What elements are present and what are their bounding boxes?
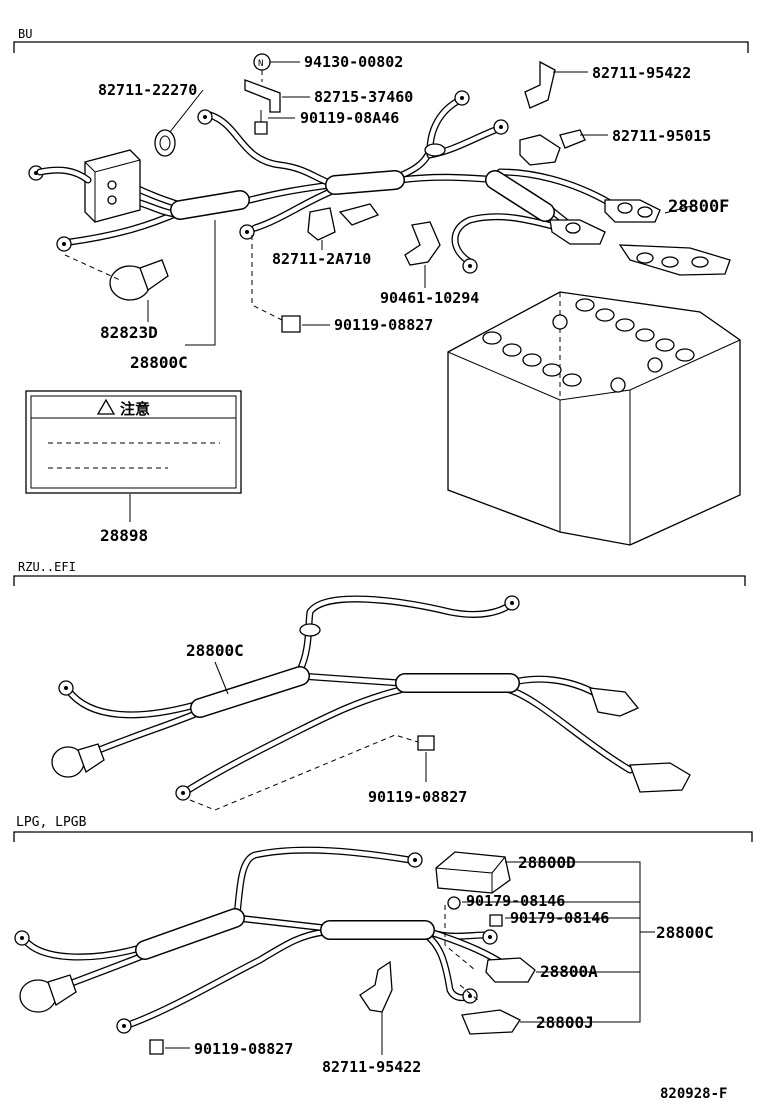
figure-id: 820928-F (660, 1086, 727, 1102)
part-label-90119-08827-bot: 90119-08827 (194, 1040, 293, 1058)
nut-n-mark: N (258, 59, 263, 69)
clamp-90461-10294 (404, 221, 441, 266)
part-label-90179-08146-b: 90179-08146 (510, 909, 609, 927)
part-label-90119-08827-mid: 90119-08827 (368, 788, 467, 806)
section-bracket-bu: BU (13, 27, 749, 53)
part-label-28800j: 28800J (536, 1013, 594, 1032)
section-bracket-lpg: LPG, LPGB (13, 815, 753, 842)
part-label-90119-08a46: 90119-08A46 (300, 109, 399, 127)
part-label-28800d: 28800D (518, 853, 576, 872)
part-label-28800f: 28800F (668, 197, 729, 217)
bu-leaders (147, 61, 696, 346)
clamp-82711-95015 (519, 129, 586, 166)
part-label-82711-22270: 82711-22270 (98, 81, 197, 99)
part-label-90461-10294: 90461-10294 (380, 289, 479, 307)
part-label-82711-95422-top: 82711-95422 (592, 64, 691, 82)
part-label-28800a: 28800A (540, 962, 598, 981)
terminal-clamp-upper-right (549, 219, 606, 245)
part-label-82823d: 82823D (100, 323, 158, 342)
caution-text: 注意 (120, 400, 150, 418)
bolt-90119-08a46 (254, 110, 268, 135)
part-label-94130-00802: 94130-00802 (304, 53, 403, 71)
section-label-lpg: LPG, LPGB (16, 815, 87, 830)
part-label-28898: 28898 (100, 526, 148, 545)
lpg-leaders (165, 861, 655, 1055)
part-label-90179-08146-a: 90179-08146 (466, 892, 565, 910)
part-label-82711-2a710: 82711-2A710 (272, 250, 371, 268)
clamp-82711-95422-top (524, 60, 556, 109)
part-label-28800c-bot: 28800C (656, 923, 714, 942)
part-label-90119-08827-top: 90119-08827 (334, 316, 433, 334)
nut-94130-00802: N (253, 53, 271, 82)
battery (447, 291, 741, 546)
relay-block (36, 149, 141, 223)
bolt-90119-08827-top (251, 235, 301, 333)
lpg-harness (14, 846, 536, 1055)
clamp-82711-2a710 (307, 203, 380, 241)
cap-82823d (64, 254, 169, 301)
section-bracket-rzu: RZU..EFI (13, 560, 746, 586)
battery-caps (482, 298, 695, 393)
part-label-28800c-top: 28800C (130, 353, 188, 372)
part-label-82711-95422-bot: 82711-95422 (322, 1058, 421, 1076)
rzu-harness (51, 595, 691, 811)
part-label-28800c-mid: 28800C (186, 641, 244, 660)
section-label-bu: BU (18, 27, 32, 41)
clamp-82711-22270 (154, 129, 176, 157)
terminal-clamp-28800f-lower (618, 244, 731, 276)
part-label-82711-95015: 82711-95015 (612, 127, 711, 145)
part-label-82715-37460: 82715-37460 (314, 88, 413, 106)
terminal-clamp-28800f-upper (604, 199, 661, 223)
bracket-82715-37460 (244, 79, 281, 113)
caution-label-28898: 注意 (25, 390, 242, 522)
section-label-rzu: RZU..EFI (18, 560, 76, 574)
